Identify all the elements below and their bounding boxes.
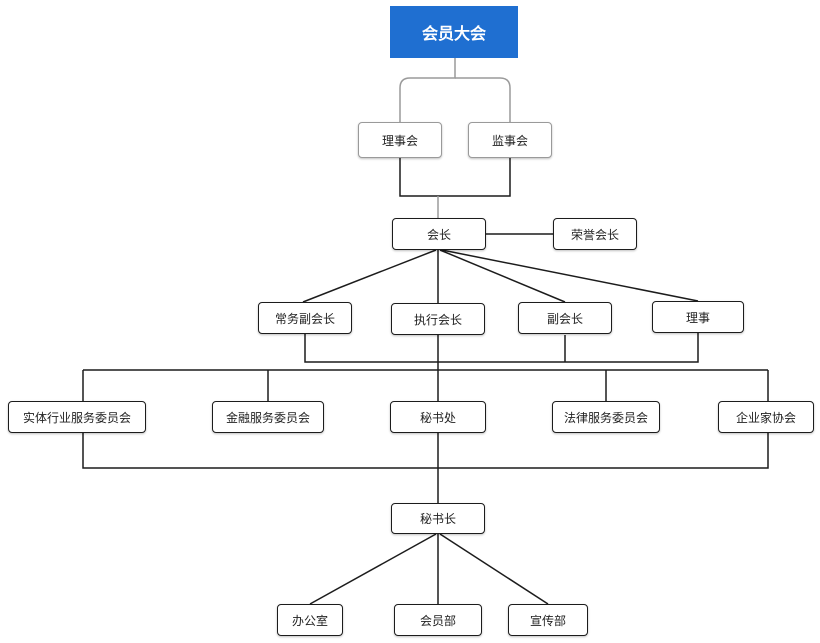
node-financial-service-committee: 金融服务委员会 bbox=[212, 401, 324, 433]
node-secretariat: 秘书处 bbox=[390, 401, 486, 433]
node-executive-president: 执行会长 bbox=[391, 303, 485, 335]
node-secretary-general: 秘书长 bbox=[391, 503, 485, 534]
node-general-assembly: 会员大会 bbox=[390, 6, 518, 58]
node-publicity-department: 宣传部 bbox=[508, 604, 588, 636]
node-office: 办公室 bbox=[277, 604, 343, 636]
node-entrepreneur-association: 企业家协会 bbox=[718, 401, 814, 433]
node-industry-service-committee: 实体行业服务委员会 bbox=[8, 401, 146, 433]
node-legal-service-committee: 法律服务委员会 bbox=[552, 401, 660, 433]
node-membership-department: 会员部 bbox=[394, 604, 482, 636]
node-board-of-directors: 理事会 bbox=[358, 122, 442, 158]
node-executive-vice-president: 常务副会长 bbox=[258, 302, 352, 334]
node-president: 会长 bbox=[392, 218, 486, 250]
node-board-of-supervisors: 监事会 bbox=[468, 122, 552, 158]
node-director: 理事 bbox=[652, 301, 744, 333]
node-honorary-president: 荣誉会长 bbox=[553, 218, 637, 250]
node-vice-president: 副会长 bbox=[518, 302, 612, 334]
